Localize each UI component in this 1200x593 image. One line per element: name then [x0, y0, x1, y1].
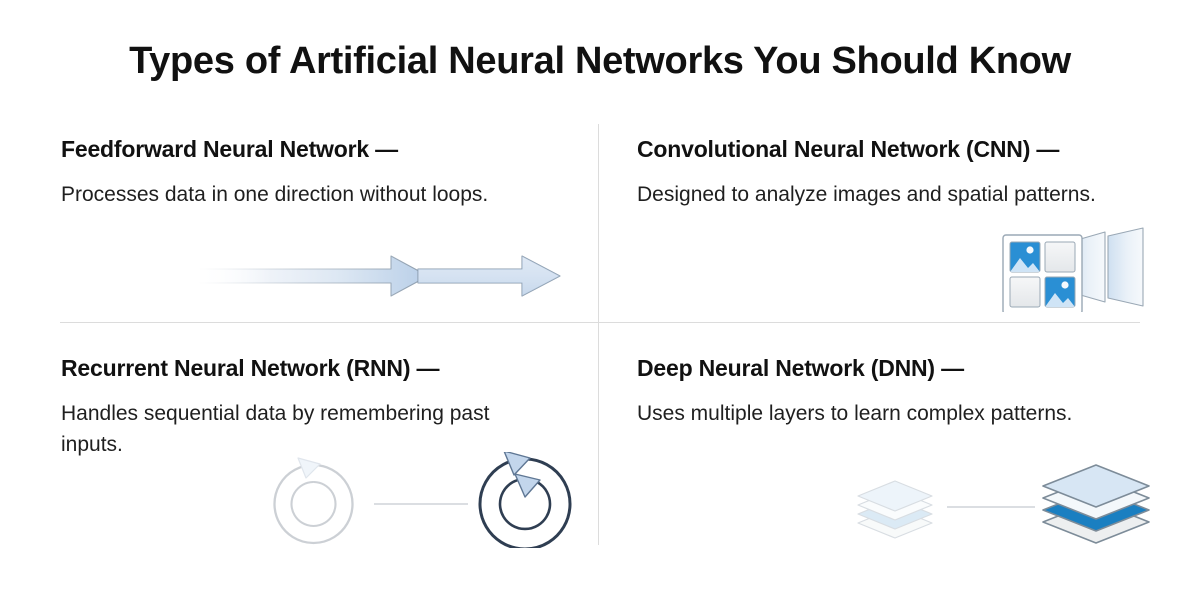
- quadrant-cnn: Convolutional Neural Network (CNN) — Des…: [637, 136, 1157, 210]
- rnn-loop-icon-faded: [273, 457, 354, 545]
- forward-arrow-2: [417, 255, 561, 297]
- quadrant-dnn: Deep Neural Network (DNN) — Uses multipl…: [637, 355, 1157, 429]
- forward-arrows-illustration: [196, 248, 566, 304]
- cnn-grid-tile-blank-1: [1044, 241, 1076, 273]
- cnn-grid-tile-blank-2: [1009, 276, 1041, 308]
- dnn-layer-1: [1042, 464, 1150, 508]
- quadrant-body-cnn: Designed to analyze images and spatial p…: [637, 183, 1096, 206]
- quadrant-heading-rnn: Recurrent Neural Network (RNN) —: [61, 355, 440, 381]
- dnn-stack-small: [857, 480, 933, 539]
- rnn-arrowhead-inner: [514, 473, 541, 498]
- recurrent-loop-illustration: [268, 452, 580, 548]
- forward-arrow-1: [197, 255, 429, 297]
- quadrant-heading-cnn: Convolutional Neural Network (CNN) —: [637, 136, 1060, 162]
- dnn-stack-large: [1042, 464, 1150, 544]
- quadrant-heading-feedforward: Feedforward Neural Network —: [61, 136, 398, 162]
- rnn-loop-icon-bold: [478, 452, 572, 548]
- quadrant-body-feedforward: Processes data in one direction without …: [61, 183, 489, 206]
- quadrant-feedforward: Feedforward Neural Network — Processes d…: [61, 136, 581, 210]
- quadrant-rnn: Recurrent Neural Network (RNN) — Handles…: [61, 355, 581, 460]
- quadrant-body-rnn: Handles sequential data by remembering p…: [61, 402, 490, 456]
- cnn-grid-tile-photo-1: [1009, 241, 1041, 273]
- cnn-grid-tile-photo-2: [1044, 276, 1076, 308]
- forward-arrow-2-tint: [418, 256, 560, 296]
- rnn-arrowhead-outer: [503, 452, 531, 476]
- layer-stack-illustration: [843, 455, 1159, 551]
- quadrant-heading-dnn: Deep Neural Network (DNN) —: [637, 355, 964, 381]
- cnn-feature-map-illustration: [978, 222, 1146, 312]
- horizontal-divider: [60, 322, 1140, 323]
- page-title: Types of Artificial Neural Networks You …: [129, 40, 1071, 82]
- quadrant-body-dnn: Uses multiple layers to learn complex pa…: [637, 402, 1073, 425]
- cnn-plane-2: [1107, 227, 1144, 307]
- vertical-divider: [598, 124, 599, 545]
